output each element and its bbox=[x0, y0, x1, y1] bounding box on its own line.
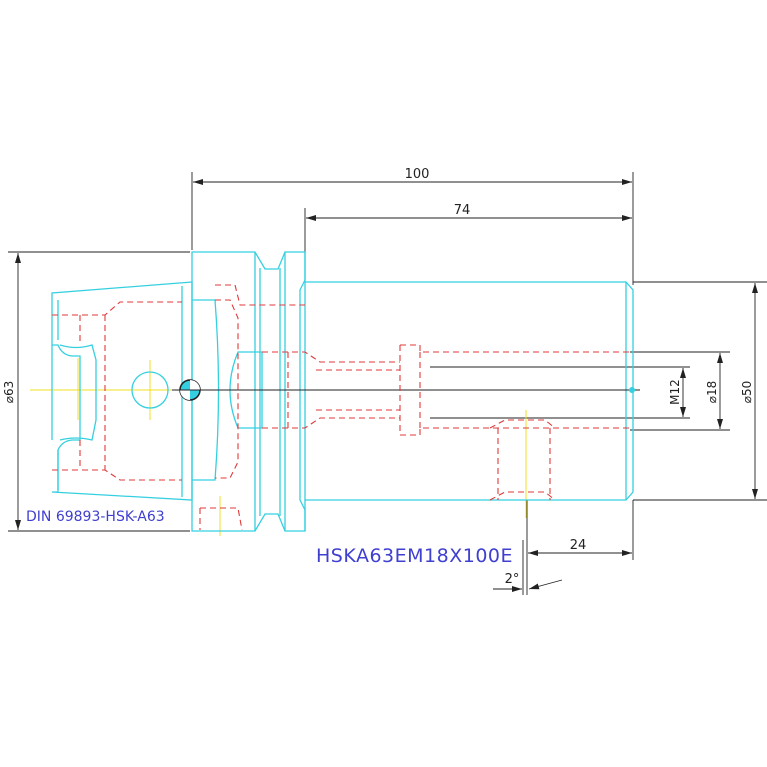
dim-gauge-length: 74 bbox=[454, 203, 471, 218]
part-number-label: HSKA63EM18X100E bbox=[316, 545, 513, 567]
dimension-texts: 100 74 ⌀63 ⌀50 ⌀18 M12 24 2° bbox=[2, 167, 754, 587]
standard-label: DIN 69893-HSK-A63 bbox=[26, 509, 165, 525]
hidden-lines bbox=[52, 284, 630, 531]
axis-endpoint bbox=[629, 387, 635, 393]
dimension-lines bbox=[8, 172, 767, 595]
dim-overall-length: 100 bbox=[405, 167, 430, 182]
tool-body bbox=[304, 252, 634, 531]
dim-clamp-length: 24 bbox=[570, 538, 587, 553]
dim-thread: M12 bbox=[668, 379, 682, 405]
dim-bore-diameter: ⌀18 bbox=[705, 381, 719, 404]
dim-body-diameter: ⌀50 bbox=[740, 381, 754, 404]
flange bbox=[179, 251, 306, 532]
dim-angle: 2° bbox=[505, 572, 520, 587]
dim-flange-diameter: ⌀63 bbox=[2, 381, 16, 404]
